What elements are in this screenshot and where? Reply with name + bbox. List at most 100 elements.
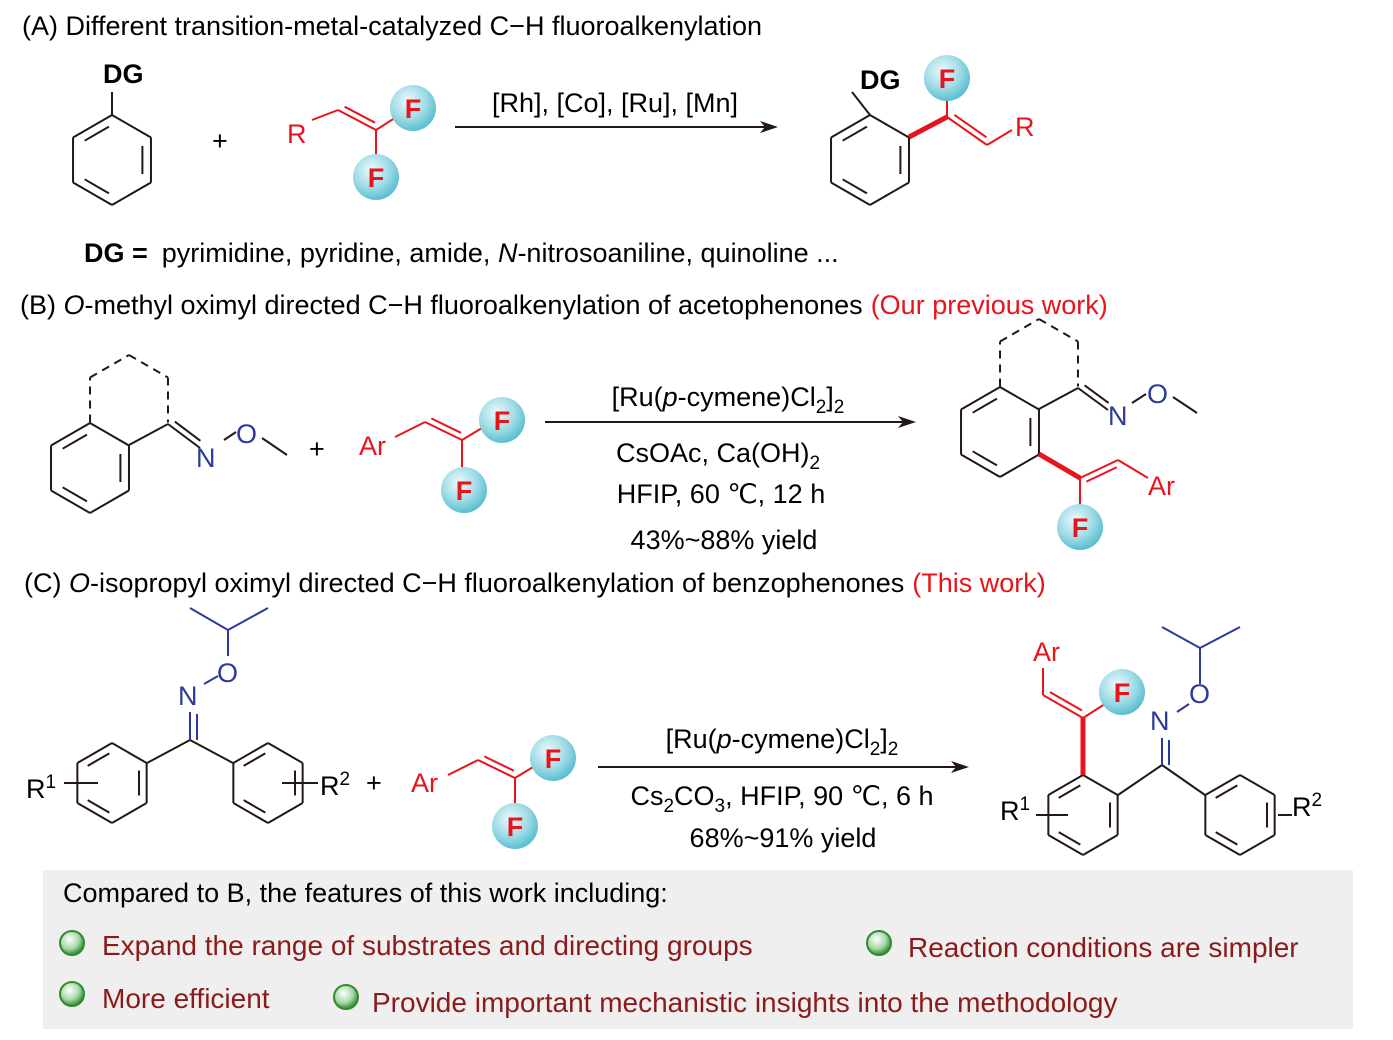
fluorine-ball-icon (353, 154, 399, 200)
dg-list-rest: -nitrosoaniline, quinoline ... (517, 238, 838, 268)
condition-catalyst: [Ru(p-cymene)Cl2]2 (666, 724, 899, 760)
bond (223, 431, 237, 441)
subscript: 2 (834, 397, 845, 418)
fluorine-label: F (368, 163, 385, 193)
ring-double-bond (972, 397, 998, 414)
o-label: O (236, 419, 257, 449)
fluorine-ball-icon (924, 55, 970, 101)
bond (311, 109, 339, 121)
title-prefix: (B) (20, 290, 64, 320)
superscript: 1 (1020, 794, 1031, 815)
bond (227, 607, 269, 631)
bond (189, 607, 229, 631)
bond (394, 421, 426, 438)
section-b-title: (B) O-methyl oximyl directed C−H fluoroa… (20, 290, 1108, 320)
bond (189, 739, 234, 764)
title-italic: O (64, 290, 85, 320)
ar-label: Ar (411, 768, 438, 798)
n-label: N (196, 443, 216, 473)
t: CsOAc, Ca(OH) (616, 438, 810, 468)
product-r-label: R (1015, 112, 1035, 142)
fluorine-label: F (545, 744, 562, 774)
ring-bond (76, 742, 113, 764)
product-r2-label: R2 (1292, 790, 1322, 822)
ring-bond (267, 742, 304, 764)
subscript: 2 (663, 796, 674, 817)
r: R (1000, 796, 1020, 826)
fluorine-label: F (456, 476, 473, 506)
t: [Ru( (666, 724, 717, 754)
dg-list-italic: N (498, 238, 518, 268)
bond (1131, 393, 1147, 404)
ring-bond (232, 802, 269, 824)
ring-bond (72, 114, 113, 139)
ring-bond (1047, 774, 1084, 796)
dg-equals: DG = (84, 238, 148, 268)
n-label: N (178, 681, 198, 711)
bond (1172, 396, 1198, 414)
bullet-icon (333, 984, 359, 1010)
bullet-icon (59, 930, 85, 956)
new-bond (1037, 451, 1082, 481)
fluorine-label: F (507, 812, 524, 842)
ring-bond (999, 386, 1040, 411)
bond (1042, 694, 1084, 719)
t: -cymene)Cl (732, 724, 870, 754)
bond (447, 759, 479, 776)
bond (337, 109, 377, 131)
r1-label: R1 (26, 772, 56, 804)
ring-double-bond (62, 433, 88, 450)
dg-definition: DG =pyrimidine, pyridine, amide, N-nitro… (84, 238, 839, 268)
superscript: 2 (1312, 790, 1323, 811)
ring-bond (267, 802, 304, 824)
ring-bond (1239, 834, 1276, 856)
section-a-title: (A) Different transition-metal-catalyzed… (22, 11, 762, 41)
bond (1077, 387, 1109, 411)
ring-double-bond (1058, 831, 1081, 846)
ring-bond (960, 386, 1001, 411)
ring-double-bond (87, 799, 110, 814)
bond-layer (50, 91, 1292, 856)
bond (128, 423, 169, 446)
t: p (662, 382, 678, 412)
ar-label: Ar (359, 431, 386, 461)
product-ar-label: Ar (1033, 637, 1060, 667)
fluorine-label: F (1114, 678, 1131, 708)
condition-catalyst: [Ru(p-cymene)Cl2]2 (612, 382, 845, 418)
ring-bond (1239, 774, 1276, 796)
ring-bond (111, 181, 152, 206)
bond (851, 91, 871, 116)
bond (146, 739, 191, 764)
fluorine-label: F (494, 406, 511, 436)
bond (1161, 764, 1206, 796)
superscript: 2 (340, 769, 351, 790)
ring-bond (111, 742, 148, 764)
bond (1161, 626, 1201, 649)
title-rest: -methyl oximyl directed C−H fluoroalkeny… (85, 290, 863, 320)
r: R (1292, 792, 1312, 822)
arrow-head-icon (951, 761, 969, 773)
bond (424, 421, 463, 441)
ring-double-bond (842, 125, 868, 142)
title-italic: O (69, 568, 90, 598)
ring-double-bond (84, 178, 110, 195)
subscript: 2 (888, 739, 899, 760)
section-c-title: (C) O-isopropyl oximyl directed C−H fluo… (24, 568, 1046, 598)
catalysts-label: [Rh], [Co], [Ru], [Mn] (492, 88, 738, 118)
ring-double-bond (84, 125, 110, 142)
double-bond-line (1083, 384, 1110, 404)
product-dg-label: DG (860, 65, 901, 95)
title-rest: -isopropyl oximyl directed C−H fluoroalk… (90, 568, 904, 598)
bond (986, 129, 1013, 146)
bullet-icon (866, 930, 892, 956)
fluorine-ball-icon (1099, 669, 1145, 715)
features-box (43, 870, 1353, 1029)
yield-range: 68%~91% yield (690, 823, 877, 853)
condition-base: CsOAc, Ca(OH)2 (616, 438, 820, 474)
ring-bond (50, 422, 91, 447)
r-label: R (287, 119, 307, 149)
bond (1199, 626, 1241, 649)
fluorine-ball-icon (441, 467, 487, 513)
